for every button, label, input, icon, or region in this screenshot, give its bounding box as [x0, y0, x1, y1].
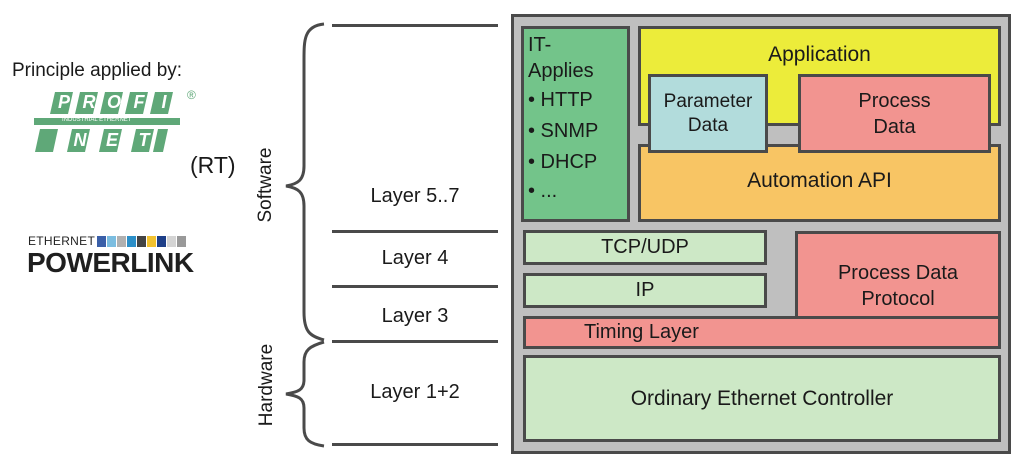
software-brace	[285, 22, 325, 342]
process-data-label-1: Process	[858, 89, 931, 112]
process-data-label-2: Data	[873, 115, 916, 138]
timing-layer-box: Timing Layer	[523, 316, 1001, 349]
profinet-letter-f: F	[133, 92, 145, 112]
profinet-registered-mark: ®	[187, 88, 196, 102]
timing-layer-label: Timing Layer	[584, 321, 699, 343]
profinet-industrial-text: INDUSTRIAL ETHERNET	[62, 117, 132, 123]
layer-4-label: Layer 4	[381, 247, 449, 269]
it-item-http: • HTTP	[528, 89, 593, 111]
hardware-label: Hardware	[256, 343, 277, 427]
it-applies-box: IT- Applies • HTTP • SNMP • DHCP • ...	[521, 26, 630, 222]
automation-api-box: Automation API	[638, 144, 1001, 222]
powerlink-name: POWERLINK	[27, 247, 194, 278]
parameter-data-label-2: Data	[687, 114, 729, 136]
ethernet-controller-label: Ordinary Ethernet Controller	[630, 386, 894, 410]
powerlink-ethernet-text: ETHERNET	[28, 234, 96, 248]
timing-layer-right-border	[998, 316, 1001, 349]
tcp-udp-label: TCP/UDP	[601, 236, 689, 258]
profinet-letter-o: O	[106, 92, 121, 112]
application-label: Application	[768, 43, 871, 66]
it-applies-title-2: Applies	[528, 60, 594, 82]
profinet-logo: P R O F I INDUSTRIAL ETHERNET N E T ®	[28, 88, 198, 158]
principle-label: Principle applied by:	[12, 60, 183, 81]
parameter-data-label-1: Parameter	[663, 90, 753, 112]
hardware-brace	[285, 340, 325, 448]
profinet-letter-p: P	[57, 92, 70, 112]
it-item-more: • ...	[528, 180, 558, 202]
process-data-protocol-label-1: Process Data	[837, 262, 959, 284]
it-item-dhcp: • DHCP	[528, 151, 598, 173]
ip-box: IP	[523, 273, 767, 308]
layer-divider-4-3	[332, 285, 498, 288]
powerlink-logo: ETHERNET POWERLINK	[27, 234, 203, 282]
process-data-box: Process Data	[798, 74, 991, 153]
ip-label: IP	[635, 279, 655, 301]
profinet-letter-i: I	[161, 92, 167, 112]
layer-1-2-label: Layer 1+2	[370, 381, 460, 403]
layer-3-label: Layer 3	[381, 305, 449, 327]
software-label: Software	[255, 147, 276, 223]
tcp-udp-box: TCP/UDP	[523, 230, 767, 265]
rt-label: (RT)	[190, 152, 236, 178]
layer-5-7-label: Layer 5..7	[370, 185, 460, 207]
parameter-data-box: Parameter Data	[648, 74, 768, 153]
profinet-logo-shapes	[34, 92, 180, 152]
profinet-letter-r: R	[82, 92, 96, 112]
layer-divider-bottom	[332, 443, 498, 446]
profinet-letter-e: E	[105, 130, 118, 150]
profinet-letter-n: N	[73, 130, 87, 150]
brace-shapes	[285, 22, 325, 448]
layer-divider-3-12	[332, 340, 498, 343]
powerlink-color-strip	[97, 236, 186, 247]
it-item-snmp: • SNMP	[528, 120, 599, 142]
layer-divider-top	[332, 24, 498, 27]
layer-divider-57-4	[332, 230, 498, 233]
automation-api-label: Automation API	[747, 169, 892, 192]
profinet-letter-t: T	[138, 130, 150, 150]
process-data-protocol-label-2: Protocol	[861, 288, 935, 310]
it-applies-title-1: IT-	[528, 34, 552, 56]
ethernet-controller-box: Ordinary Ethernet Controller	[523, 355, 1001, 442]
